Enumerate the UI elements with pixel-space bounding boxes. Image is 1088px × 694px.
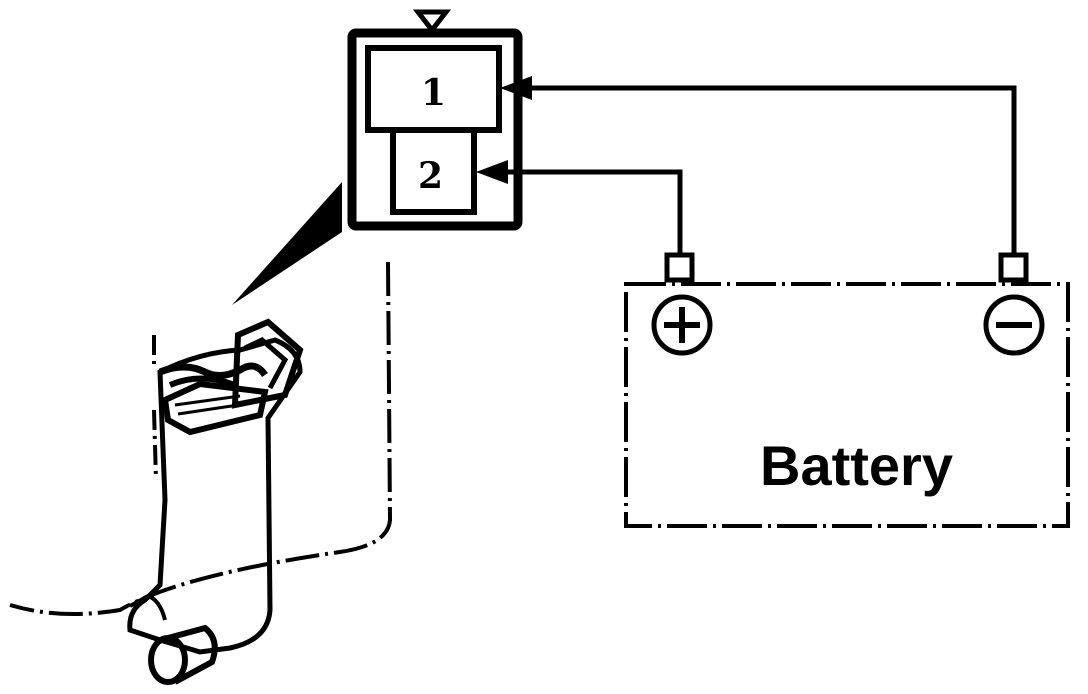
callout-pointer <box>232 182 342 305</box>
jumper-wire-negative <box>500 76 1017 255</box>
terminal-2-slot <box>390 130 477 215</box>
terminal-2-label: 2 <box>418 155 443 197</box>
battery-positive-post <box>664 252 695 283</box>
plus-icon <box>651 294 713 356</box>
connector-block: 1 2 <box>347 9 523 231</box>
wire-arrowhead-icon <box>500 76 532 100</box>
minus-icon <box>983 294 1045 356</box>
body-outline-upper <box>152 335 158 481</box>
terminal-1-slot <box>365 45 502 133</box>
connector-housing <box>347 28 523 231</box>
body-outline <box>9 261 393 616</box>
terminal-1-label: 1 <box>421 72 446 114</box>
battery: Battery <box>624 252 1070 528</box>
battery-negative-post <box>998 252 1029 283</box>
jumper-wire-positive <box>476 160 683 255</box>
battery-label: Battery <box>760 434 953 497</box>
mounting-tab-icon <box>412 9 452 35</box>
wire-arrowhead-icon <box>476 160 508 184</box>
battery-case <box>624 282 1070 528</box>
component-housing <box>127 318 304 685</box>
